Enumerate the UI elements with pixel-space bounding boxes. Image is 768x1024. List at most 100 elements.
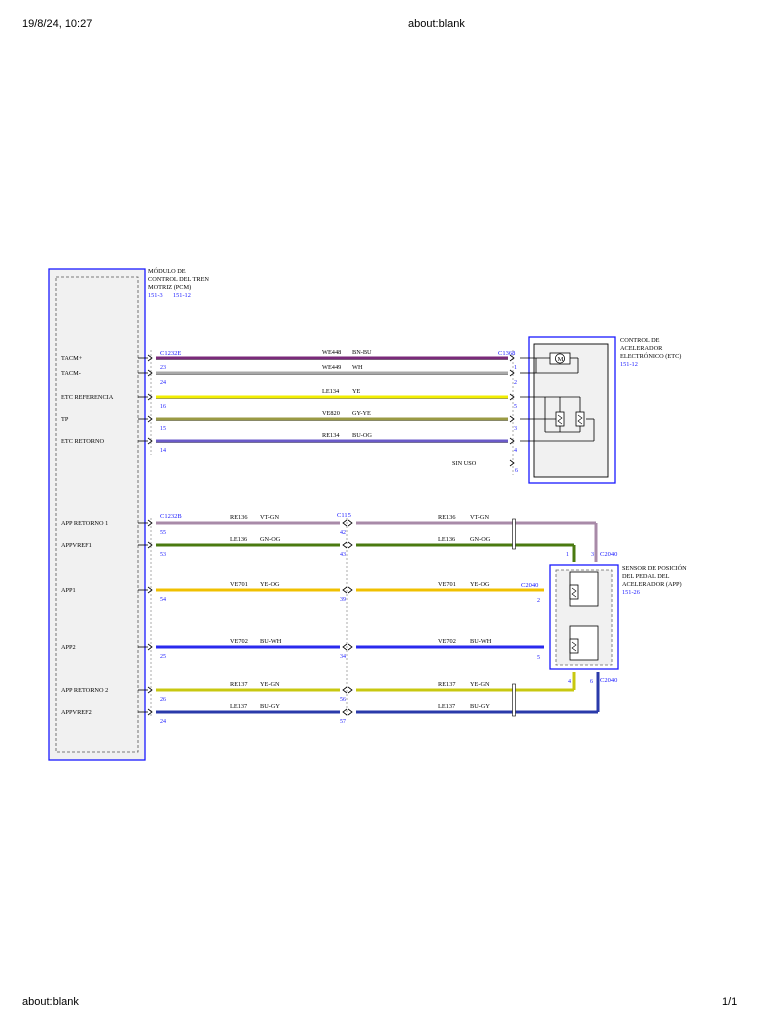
circuit-id: LE134: [322, 388, 340, 395]
connector-c1232b-label: C1232B: [160, 513, 182, 520]
app-title-1: SENSOR DE POSICIÓN: [622, 564, 687, 572]
etc-pin-chevron: [509, 354, 515, 362]
c115-pin-chevron-left: [342, 686, 348, 694]
circuit-id-left: RE136: [230, 514, 248, 521]
pcm-ref-2: 151-12: [173, 292, 191, 299]
c115-pin-chevron-right: [347, 586, 353, 594]
etc-inner-box: [533, 343, 609, 478]
signal-label-tacm-: TACM+: [61, 355, 83, 362]
wire-color-code: GY-YE: [352, 410, 371, 417]
c115-pin-chevron-left: [342, 586, 348, 594]
wire-color-code-left: YE-OG: [260, 581, 280, 588]
signal-label-appvref2: APPVREF2: [61, 709, 92, 716]
app-pin-number: 1: [566, 552, 569, 558]
pcm-pin-chevron: [147, 393, 153, 401]
pcm-pin-chevron: [147, 643, 153, 651]
wire-color-code-right: GN-OG: [470, 536, 491, 543]
c115-pin-number: 56: [340, 697, 346, 703]
c115-pin-number: 34: [340, 654, 346, 660]
pcm-inner-dashed: [55, 276, 139, 753]
circuit-id: VE820: [322, 410, 340, 417]
c115-pin-chevron-right: [347, 686, 353, 694]
pcm-pin-number: 16: [160, 404, 166, 410]
circuit-id: RE134: [322, 432, 340, 439]
pcm-title-1: MÓDULO DE: [148, 267, 186, 275]
c115-pin-number: 39: [340, 597, 346, 603]
etc-unused-label: SIN USO: [452, 460, 477, 467]
etc-pin-number: 5: [514, 404, 517, 410]
signal-label-tacm-: TACM-: [61, 370, 81, 377]
etc-motor-icon: [555, 353, 566, 364]
etc-resistor-zigzag-2: [577, 414, 583, 425]
circuit-id-right: RE136: [438, 514, 456, 521]
pcm-pin-chevron: [147, 437, 153, 445]
etc-title-1: CONTROL DE: [620, 337, 660, 344]
c115-pin-number: 57: [340, 719, 346, 725]
app-potentiometer-2: [569, 638, 579, 654]
circuit-id-right: VE701: [438, 581, 456, 588]
app-pin-number: 4: [568, 679, 571, 685]
connector-c1368-label: C1368: [498, 350, 515, 357]
wire-color-code-left: BU-WH: [260, 638, 282, 645]
app-ref: 151-26: [622, 589, 640, 596]
pcm-pin-chevron: [147, 708, 153, 716]
pcm-pin-chevron: [147, 354, 153, 362]
connector-c2040-top-label: C2040: [600, 551, 617, 558]
print-datetime: 19/8/24, 10:27: [22, 18, 93, 30]
c115-pin-chevron-left: [342, 643, 348, 651]
etc-pin-number: 2: [514, 380, 517, 386]
c115-pin-number: 43: [340, 552, 346, 558]
app-pin-number: 3: [591, 552, 594, 558]
etc-outer-box: [528, 336, 616, 484]
etc-pin-chevron: [509, 415, 515, 423]
etc-ref: 151-12: [620, 361, 638, 368]
wire-color-code-left: GN-OG: [260, 536, 281, 543]
etc-title-2: ACELERADOR: [620, 345, 663, 352]
connector-c115-label: C115: [337, 512, 351, 519]
etc-potentiometer-1: [555, 411, 565, 427]
signal-label-etc-referencia: ETC REFERENCIA: [61, 394, 114, 401]
signal-label-app-retorno-1: APP RETORNO 1: [61, 520, 108, 527]
c115-pin-chevron-left: [342, 541, 348, 549]
circuit-id-left: LE137: [230, 703, 247, 710]
pcm-pin-chevron: [147, 541, 153, 549]
signal-label-tp: TP: [61, 416, 69, 423]
connector-c2040-mid-label: C2040: [521, 582, 538, 589]
wire-color-code: WH: [352, 364, 363, 371]
wire-shield-marker: [512, 683, 516, 717]
circuit-id-left: VE702: [230, 638, 248, 645]
wire-color-code-right: YE-OG: [470, 581, 490, 588]
pcm-pin-number: 53: [160, 552, 166, 558]
pcm-pin-number: 24: [160, 719, 166, 725]
pcm-pin-number: 23: [160, 365, 166, 371]
c115-pin-chevron-right: [347, 708, 353, 716]
pcm-pin-number: 26: [160, 697, 166, 703]
pcm-pin-number: 14: [160, 448, 166, 454]
pcm-pin-number: 24: [160, 380, 166, 386]
signal-label-app2: APP2: [61, 644, 76, 651]
pcm-pin-chevron: [147, 519, 153, 527]
circuit-id: WE449: [322, 364, 341, 371]
etc-pin-chevron: [509, 369, 515, 377]
wire-color-code-right: BU-WH: [470, 638, 492, 645]
wire-color-code-left: YE-GN: [260, 681, 280, 688]
c115-pin-chevron-left: [342, 708, 348, 716]
c115-pin-chevron-right: [347, 643, 353, 651]
wire-color-code-left: BU-GY: [260, 703, 280, 710]
pcm-pin-number: 15: [160, 426, 166, 432]
etc-pin-chevron: [509, 393, 515, 401]
pcm-pin-chevron: [147, 415, 153, 423]
circuit-id-right: LE137: [438, 703, 455, 710]
c115-pin-chevron-right: [347, 541, 353, 549]
circuit-id-left: VE701: [230, 581, 248, 588]
etc-motor-label: M: [558, 356, 564, 363]
circuit-id-left: RE137: [230, 681, 248, 688]
connector-c2040-bottom-label: C2040: [600, 677, 617, 684]
pcm-pin-number: 25: [160, 654, 166, 660]
pcm-title-2: CONTROL DEL TREN: [148, 276, 209, 283]
pcm-module-box: [48, 268, 146, 761]
app-title-2: DEL PEDAL DEL: [622, 573, 670, 580]
pcm-pin-chevron: [147, 586, 153, 594]
etc-resistor-zigzag-1: [557, 414, 563, 425]
app-pin-number: 2: [537, 598, 540, 604]
